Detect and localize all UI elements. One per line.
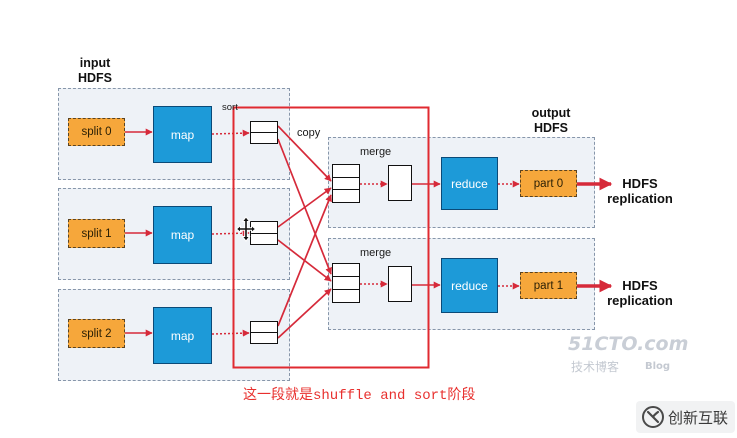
merge-stack-1 <box>332 263 360 303</box>
sort-buffer-0 <box>250 121 278 144</box>
site-watermark: 51CTO.com <box>568 333 689 355</box>
output-label-line2: HDFS <box>533 121 569 135</box>
part-box-1: part 1 <box>520 272 577 299</box>
map-box-2: map <box>153 307 212 364</box>
replication-label: replication <box>607 293 673 308</box>
buffer-cell <box>251 333 277 343</box>
merge-cell <box>333 178 359 191</box>
output-label-line1: output <box>531 106 571 120</box>
output-hdfs-label: output HDFS <box>524 106 578 136</box>
merged-output-0 <box>388 165 412 201</box>
merge-stack-0 <box>332 164 360 203</box>
part-box-0: part 0 <box>520 170 577 197</box>
copy-arrow-0-to-0 <box>277 125 332 182</box>
shuffle-sort-highlight-frame <box>232 106 430 369</box>
site-watermark-sub: 技术博客 <box>571 360 620 374</box>
brand-logo-icon <box>642 406 664 428</box>
sort-buffer-2 <box>250 321 278 344</box>
merge-cell <box>333 277 359 290</box>
sort-label: sort <box>222 102 238 113</box>
hdfs-label: HDFS <box>622 278 658 293</box>
blog-watermark: Blog <box>645 361 671 372</box>
reduce-box-0: reduce <box>441 157 498 210</box>
move-cursor-icon <box>236 216 256 242</box>
merge-label-0: merge <box>360 146 392 158</box>
input-label-line1: input <box>79 56 111 70</box>
merge-label-1: merge <box>360 247 392 259</box>
copy-label: copy <box>297 127 321 139</box>
hdfs-label: HDFS <box>622 176 658 191</box>
brand-watermark: 创新互联 <box>668 409 729 427</box>
shuffle-sort-caption: 这一段就是shuffle and sort阶段 <box>243 388 476 404</box>
merge-cell <box>333 165 359 178</box>
input-label-line2: HDFS <box>77 71 113 85</box>
split-box-1: split 1 <box>68 219 125 248</box>
hdfs-replication-label-0: HDFS replication <box>607 176 673 206</box>
sort-buffer-1 <box>250 221 278 245</box>
copy-arrow-1-to-0 <box>277 187 332 228</box>
buffer-cell <box>251 133 277 143</box>
merge-cell <box>333 190 359 202</box>
buffer-cell <box>251 122 277 133</box>
merged-output-1 <box>388 266 412 302</box>
copy-arrow-2-to-1 <box>277 288 332 339</box>
replication-label: replication <box>607 191 673 206</box>
merge-cell <box>333 290 359 302</box>
map-box-1: map <box>153 206 212 264</box>
map-box-0: map <box>153 106 212 163</box>
buffer-cell <box>251 322 277 333</box>
reduce-box-1: reduce <box>441 258 498 313</box>
merge-cell <box>333 264 359 277</box>
split-box-0: split 0 <box>68 118 125 146</box>
map-to-sort-arrow-0 <box>211 129 250 137</box>
map-to-sort-arrow-2 <box>211 329 250 337</box>
input-hdfs-label: input HDFS <box>74 56 116 86</box>
split-box-2: split 2 <box>68 319 125 348</box>
buffer-cell <box>251 222 277 234</box>
copy-arrow-2-to-0 <box>277 194 332 327</box>
hdfs-replication-label-1: HDFS replication <box>607 278 673 308</box>
